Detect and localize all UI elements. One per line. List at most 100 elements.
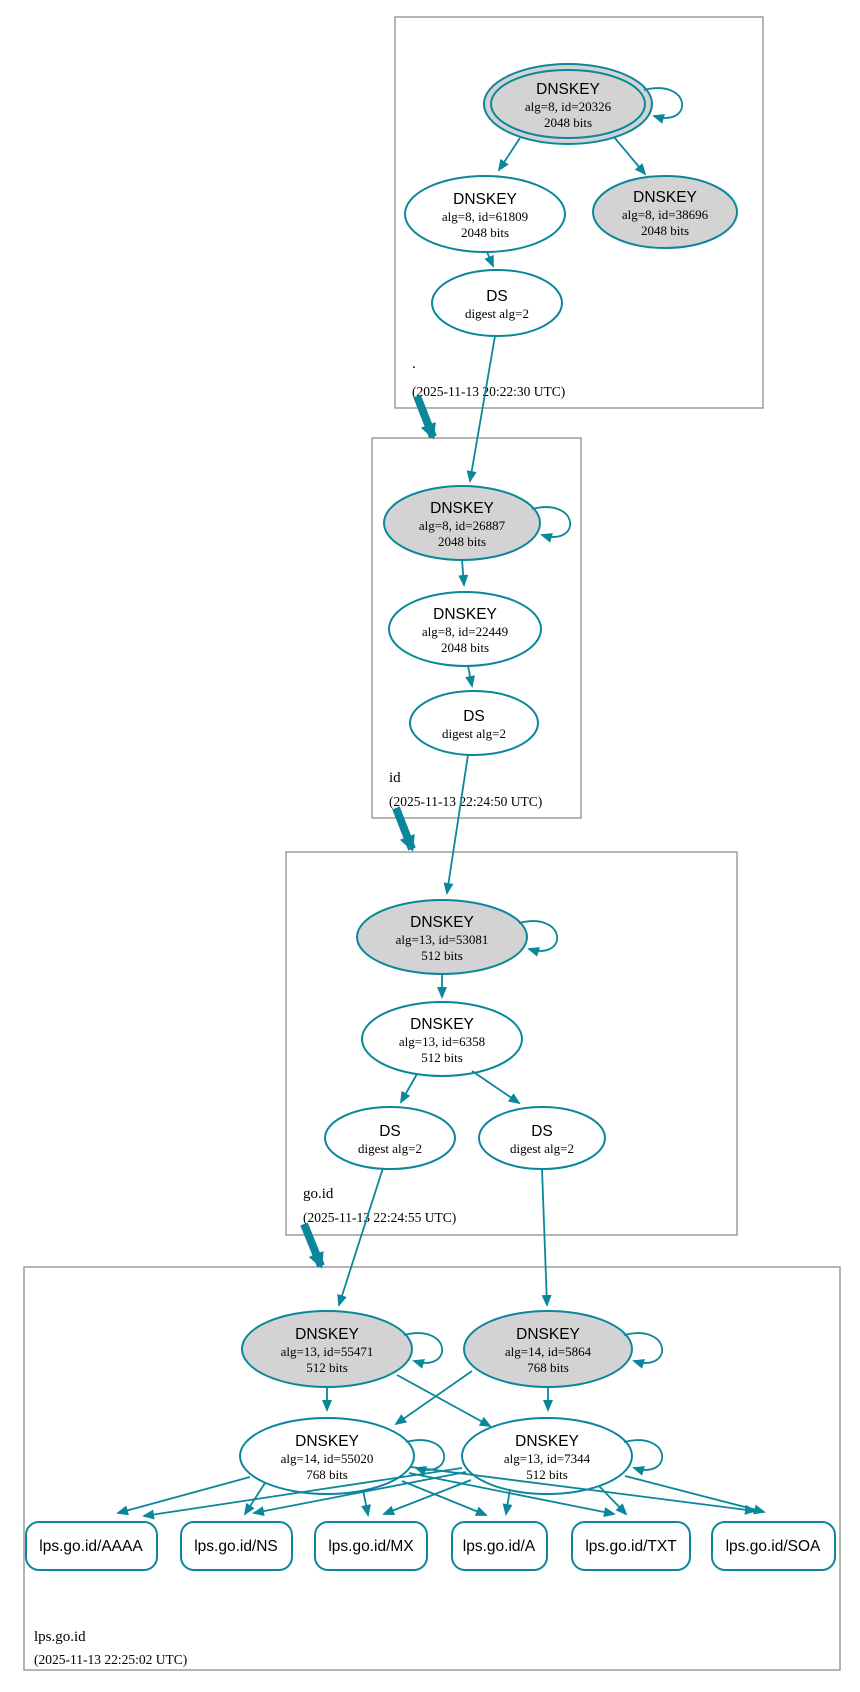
ds-node-id[interactable]: DS digest alg=2 xyxy=(409,690,539,756)
zone-timestamp-id: (2025-11-13 22:24:50 UTC) xyxy=(389,794,542,809)
dnskey-node-7344[interactable]: DNSKEY alg=13, id=7344 512 bits xyxy=(461,1417,633,1495)
ds-digest: digest alg=2 xyxy=(510,1141,574,1156)
dnskey-bits: 2048 bits xyxy=(641,223,689,238)
ds-title: DS xyxy=(531,1123,553,1140)
rrset-label: lps.go.id/A xyxy=(463,1538,536,1555)
rrset-node-soa[interactable]: lps.go.id/SOA xyxy=(711,1521,836,1571)
ds-digest: digest alg=2 xyxy=(358,1141,422,1156)
zone-box-root: . (2025-11-13 20:22:30 UTC) xyxy=(394,16,764,409)
edge-7344-to-ns xyxy=(252,1471,467,1517)
dnskey-alg-id: alg=13, id=53081 xyxy=(396,932,489,947)
rrset-label: lps.go.id/SOA xyxy=(726,1538,821,1555)
edge-61809-to-ds xyxy=(484,251,494,268)
zone-box-lps-go-id: lps.go.id (2025-11-13 22:25:02 UTC) xyxy=(23,1266,841,1671)
zone-label-lps-go-id: lps.go.id xyxy=(34,1629,86,1645)
rrset-node-ns[interactable]: lps.go.id/NS xyxy=(180,1521,293,1571)
dnskey-node-5864[interactable]: DNSKEY alg=14, id=5864 768 bits xyxy=(463,1310,633,1388)
edge-selfloop-20326 xyxy=(643,87,683,124)
edge-7344-to-a xyxy=(502,1488,513,1516)
zone-box-id: id (2025-11-13 22:24:50 UTC) xyxy=(371,437,582,819)
dnskey-bits: 2048 bits xyxy=(441,640,489,655)
ds-title: DS xyxy=(379,1123,401,1140)
edge-id-ds-to-53081 xyxy=(443,754,469,895)
edge-55020-to-a xyxy=(401,1480,488,1516)
edge-delegation-root-to-id xyxy=(413,394,437,440)
ds-title: DS xyxy=(486,288,508,305)
edge-delegation-go-id-to-lps-go-id xyxy=(300,1222,325,1269)
edge-selfloop-26887 xyxy=(531,506,571,543)
dnskey-alg-id: alg=14, id=55020 xyxy=(281,1451,374,1466)
dnskey-node-20326[interactable]: DNSKEY alg=8, id=20326 2048 bits xyxy=(483,63,653,145)
ds-digest: digest alg=2 xyxy=(442,726,506,741)
dnskey-node-55471[interactable]: DNSKEY alg=13, id=55471 512 bits xyxy=(241,1310,413,1388)
zone-box-go-id: go.id (2025-11-13 22:24:55 UTC) xyxy=(285,851,738,1236)
edge-7344-to-soa xyxy=(624,1475,766,1515)
edge-go-ds2-to-5864 xyxy=(541,1168,552,1307)
dnskey-bits: 2048 bits xyxy=(544,115,592,130)
dnskey-node-26887[interactable]: DNSKEY alg=8, id=26887 2048 bits xyxy=(383,485,541,561)
edge-7344-to-aaaa xyxy=(142,1467,463,1520)
dnskey-alg-id: alg=8, id=38696 xyxy=(622,207,709,222)
rrset-node-a[interactable]: lps.go.id/A xyxy=(451,1521,548,1571)
ds-digest: digest alg=2 xyxy=(465,306,529,321)
edge-20326-to-61809 xyxy=(497,137,521,172)
dnskey-node-38696[interactable]: DNSKEY alg=8, id=38696 2048 bits xyxy=(592,175,738,249)
edge-6358-to-ds2 xyxy=(471,1070,521,1105)
dnskey-alg-id: alg=8, id=20326 xyxy=(525,99,612,114)
dnskey-title: DNSKEY xyxy=(633,189,697,206)
dnskey-alg-id: alg=13, id=55471 xyxy=(281,1344,374,1359)
edge-selfloop-7344 xyxy=(623,1439,663,1476)
edge-55020-to-txt xyxy=(408,1472,616,1517)
edge-root-ds-to-26887 xyxy=(466,335,496,483)
edge-delegation-id-to-go-id xyxy=(392,806,416,852)
dnskey-bits: 768 bits xyxy=(306,1467,348,1482)
zone-label-go-id: go.id xyxy=(303,1186,334,1202)
rrset-label: lps.go.id/MX xyxy=(328,1538,414,1555)
dnskey-title: DNSKEY xyxy=(515,1433,579,1450)
dnskey-bits: 512 bits xyxy=(421,948,463,963)
dnskey-node-22449[interactable]: DNSKEY alg=8, id=22449 2048 bits xyxy=(388,591,542,667)
dnskey-bits: 2048 bits xyxy=(438,534,486,549)
ds-node-root[interactable]: DS digest alg=2 xyxy=(431,269,563,337)
edge-55471-to-7344 xyxy=(396,1374,492,1427)
zone-timestamp-lps-go-id: (2025-11-13 22:25:02 UTC) xyxy=(34,1652,187,1667)
dnskey-node-61809[interactable]: DNSKEY alg=8, id=61809 2048 bits xyxy=(404,175,566,253)
ds-node-go-id-1[interactable]: DS digest alg=2 xyxy=(324,1106,456,1170)
edge-55020-to-aaaa xyxy=(116,1476,251,1516)
rrset-node-mx[interactable]: lps.go.id/MX xyxy=(314,1521,428,1571)
dnskey-node-55020[interactable]: DNSKEY alg=14, id=55020 768 bits xyxy=(239,1417,415,1495)
dnskey-title: DNSKEY xyxy=(410,1016,474,1033)
rrset-node-aaaa[interactable]: lps.go.id/AAAA xyxy=(25,1521,158,1571)
dnskey-node-53081[interactable]: DNSKEY alg=13, id=53081 512 bits xyxy=(356,899,528,975)
edge-55020-to-soa xyxy=(410,1466,757,1515)
dnskey-title: DNSKEY xyxy=(295,1326,359,1343)
rrset-label: lps.go.id/AAAA xyxy=(39,1538,143,1555)
dnskey-alg-id: alg=13, id=6358 xyxy=(399,1034,485,1049)
dnskey-node-6358[interactable]: DNSKEY alg=13, id=6358 512 bits xyxy=(361,1001,523,1077)
rrset-node-txt[interactable]: lps.go.id/TXT xyxy=(571,1521,691,1571)
dnskey-bits: 768 bits xyxy=(527,1360,569,1375)
dnskey-title: DNSKEY xyxy=(433,606,497,623)
zone-timestamp-go-id: (2025-11-13 22:24:55 UTC) xyxy=(303,1210,456,1225)
edge-7344-to-mx xyxy=(382,1479,472,1516)
edge-7344-to-txt xyxy=(598,1485,628,1516)
dnskey-bits: 512 bits xyxy=(421,1050,463,1065)
zone-label-id: id xyxy=(389,770,401,786)
edge-selfloop-5864 xyxy=(623,1332,663,1369)
edge-26887-to-22449 xyxy=(458,559,469,587)
dnskey-title: DNSKEY xyxy=(453,191,517,208)
rrset-label: lps.go.id/TXT xyxy=(585,1538,677,1555)
zone-timestamp-root: (2025-11-13 20:22:30 UTC) xyxy=(412,384,565,399)
edge-55020-to-mx xyxy=(361,1489,371,1517)
edge-20326-to-38696 xyxy=(613,136,647,176)
edge-selfloop-53081 xyxy=(518,920,558,957)
rrset-label: lps.go.id/NS xyxy=(194,1538,278,1555)
dnskey-bits: 512 bits xyxy=(526,1467,568,1482)
ds-node-go-id-2[interactable]: DS digest alg=2 xyxy=(478,1106,606,1170)
edge-selfloop-55471 xyxy=(403,1332,443,1369)
edge-22449-to-ds xyxy=(465,665,475,688)
dnskey-title: DNSKEY xyxy=(295,1433,359,1450)
zone-label-root: . xyxy=(412,356,416,372)
